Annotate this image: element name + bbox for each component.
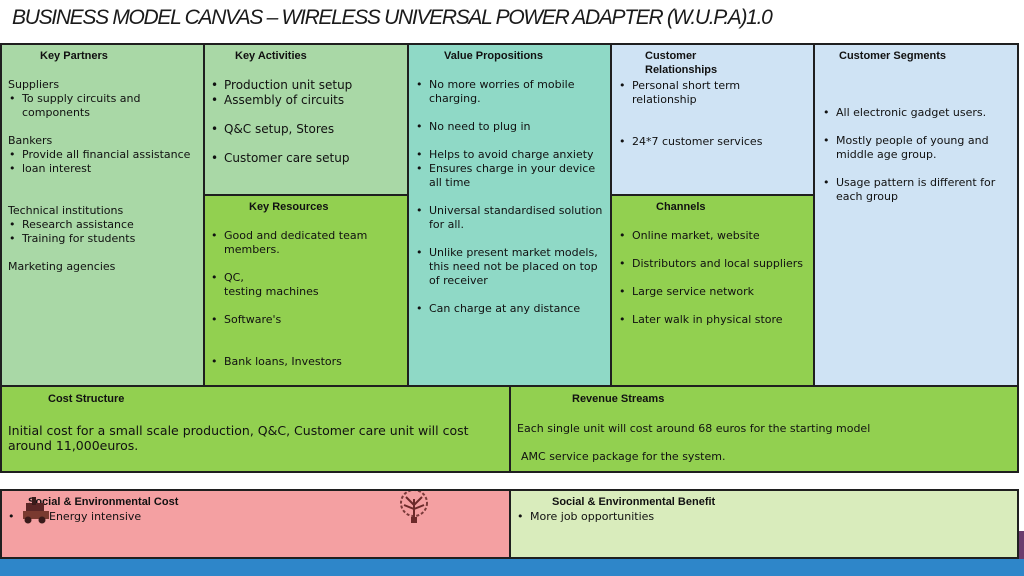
list-item: Ensures charge in your device all time [415,162,607,190]
qc-label: QC, [224,271,244,284]
customer-segments-content: All electronic gadget users. Mostly peop… [822,106,1014,204]
social-environmental-cost-block: Social & Environmental Cost Energy inten… [0,489,511,559]
list-item: Customer care setup [210,151,405,166]
list-item: All electronic gadget users. [822,106,1014,120]
technical-list: Research assistance Training for student… [8,218,198,246]
list-item: QC,testing machines [210,271,405,299]
list-item: Software's [210,313,405,327]
bankers-label: Bankers [8,134,53,147]
list-item: 24*7 customer services [618,135,808,149]
marketing-agencies-label: Marketing agencies [8,260,116,273]
list-item: Personal short term relationship [618,79,808,107]
list-item: Research assistance [8,218,198,232]
list-item: Training for students [8,232,198,246]
channels-block: Channels Online market, website Distribu… [610,194,815,387]
key-partners-heading: Key Partners [40,50,108,62]
revenue-streams-content: Each single unit will cost around 68 eur… [517,422,1012,464]
key-resources-block: Key Resources Good and dedicated team me… [203,194,409,387]
key-activities-block: Key Activities Production unit setup Ass… [203,43,409,196]
list-item: loan interest [8,162,198,176]
suppliers-label: Suppliers [8,78,60,91]
value-propositions-block: Value Propositions No more worries of mo… [407,43,612,387]
tree-logo-icon [400,491,428,523]
list-item: Usage pattern is different for each grou… [822,176,1014,204]
revenue-streams-heading: Revenue Streams [572,393,665,405]
suppliers-list: To supply circuits and components [8,92,198,120]
key-partners-content: Suppliers To supply circuits and compone… [8,78,198,274]
list-item: Mostly people of young and middle age gr… [822,134,1014,162]
social-environmental-benefit-block: Social & Environmental Benefit More job … [509,489,1019,559]
bankers-list: Provide all financial assistance loan in… [8,148,198,176]
cost-structure-content: Initial cost for a small scale productio… [8,423,503,453]
cost-structure-text: Initial cost for a small scale productio… [8,423,469,453]
key-partners-block: Key Partners Suppliers To supply circuit… [0,43,205,387]
revenue-streams-text-2: AMC service package for the system. [521,450,726,463]
cost-structure-block: Cost Structure Initial cost for a small … [0,385,511,473]
channels-content: Online market, website Distributors and … [618,229,813,327]
customer-relationships-heading: Customer Relationships [645,49,717,77]
testing-machines-label: testing machines [224,285,319,298]
list-item: More job opportunities [516,510,1011,524]
list-item: Large service network [618,285,813,299]
social-cost-heading: Social & Environmental Cost [28,496,179,508]
social-benefit-heading: Social & Environmental Benefit [552,496,716,508]
social-benefit-content: More job opportunities [516,510,1011,524]
value-propositions-heading: Value Propositions [444,50,544,62]
list-item: Q&C setup, Stores [210,122,405,137]
list-item: Distributors and local suppliers [618,257,813,271]
list-item: Can charge at any distance [415,302,607,316]
list-item: Unlike present market models, this need … [415,246,607,288]
list-item: Universal standardised solution for all. [415,204,607,232]
list-item: Provide all financial assistance [8,148,198,162]
customer-segments-block: Customer Segments All electronic gadget … [813,43,1019,387]
customer-relationships-heading-line-2: Relationships [645,64,718,76]
list-item: Energy intensive [7,510,502,524]
list-item: No more worries of mobile charging. [415,78,607,106]
machinery-icon [23,497,49,524]
key-activities-content: Production unit setup Assembly of circui… [210,78,405,166]
customer-relationships-content: Personal short term relationship 24*7 cu… [618,79,808,149]
blue-band [0,559,1024,576]
list-item: No need to plug in [415,120,607,134]
channels-heading: Channels [656,201,706,213]
customer-segments-heading: Customer Segments [839,50,946,62]
list-item: To supply circuits and components [8,92,198,120]
revenue-streams-block: Revenue Streams Each single unit will co… [509,385,1019,473]
key-activities-heading: Key Activities [235,50,307,62]
page-title: BUSINESS MODEL CANVAS – WIRELESS UNIVERS… [12,6,773,29]
cost-structure-heading: Cost Structure [48,393,125,405]
list-item: Good and dedicated team members. [210,229,405,257]
list-item: Production unit setup [210,78,405,93]
customer-relationships-heading-line-1: Customer [645,50,697,62]
social-cost-content: Energy intensive [7,510,502,524]
list-item: Assembly of circuits [210,93,405,108]
key-resources-heading: Key Resources [249,201,329,213]
value-propositions-content: No more worries of mobile charging. No n… [415,78,607,316]
list-item: Helps to avoid charge anxiety [415,148,607,162]
technical-institutions-label: Technical institutions [8,204,124,217]
key-resources-content: Good and dedicated team members. QC,test… [210,229,405,369]
list-item: Later walk in physical store [618,313,813,327]
revenue-streams-text-1: Each single unit will cost around 68 eur… [517,422,871,435]
list-item: Online market, website [618,229,813,243]
customer-relationships-block: Customer Relationships Personal short te… [610,43,815,196]
list-item: Bank loans, Investors [210,355,405,369]
